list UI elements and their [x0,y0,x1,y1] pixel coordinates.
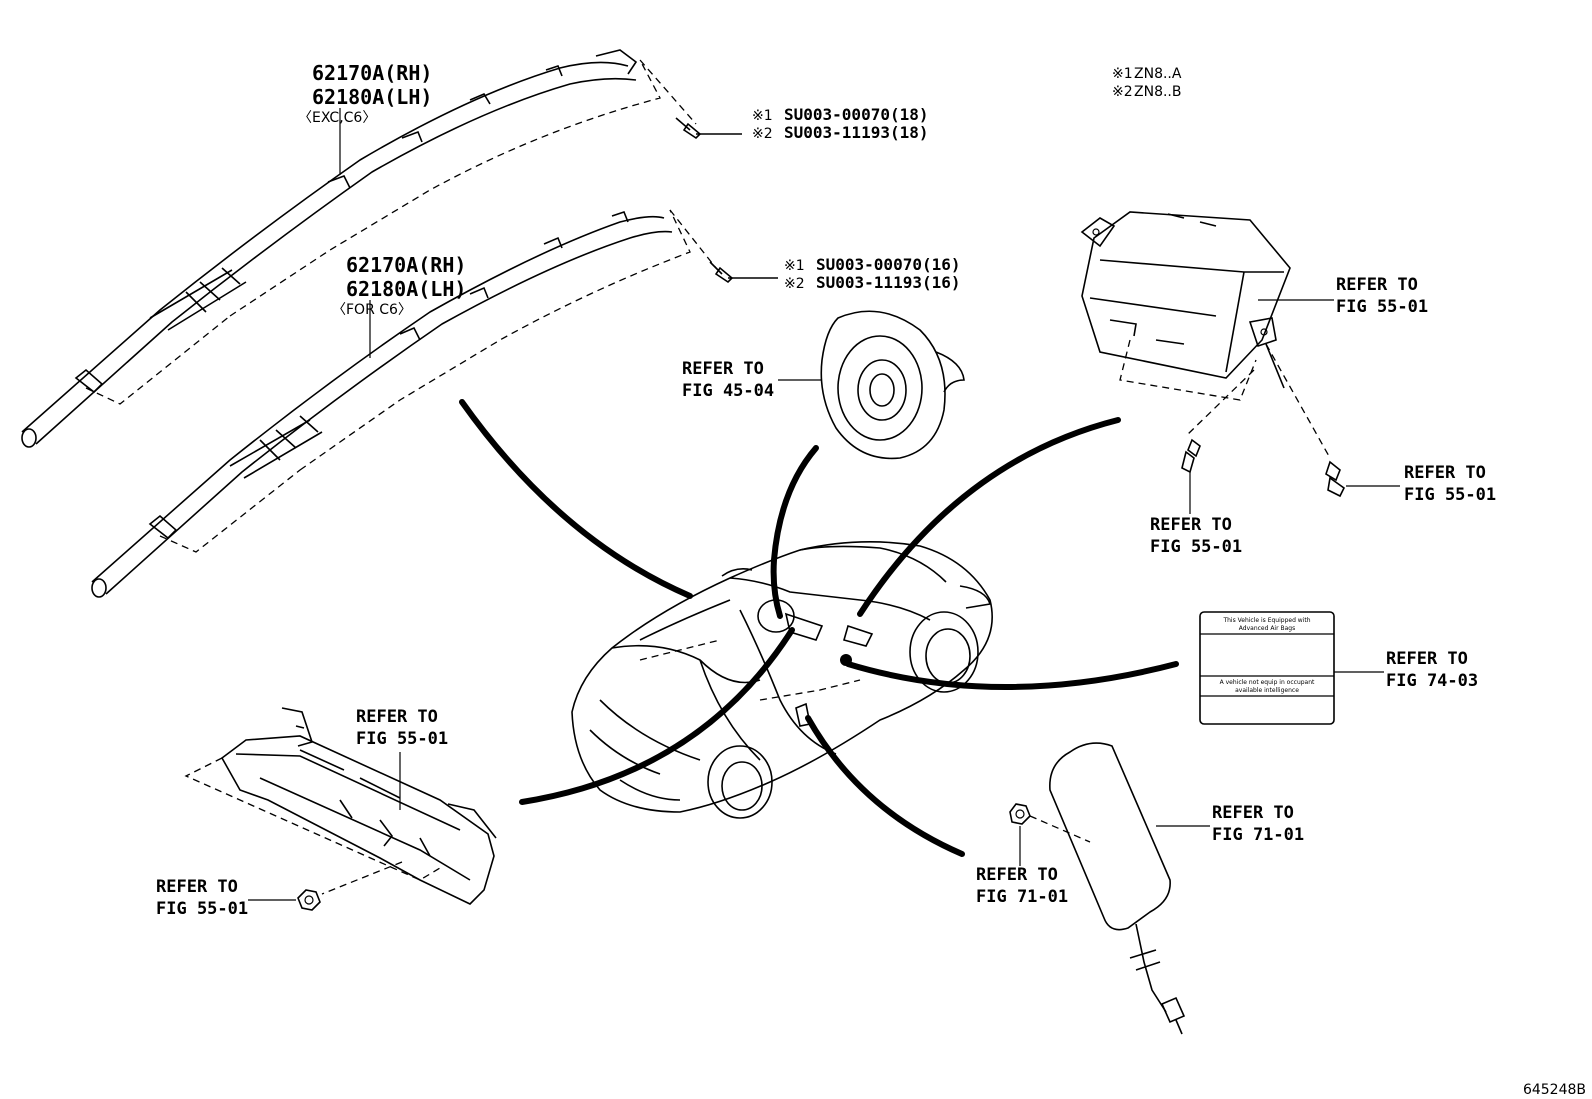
note-text-2: ZN8..B [1134,84,1181,100]
knee-airbag[interactable] [184,707,497,905]
bolt-number-2-upper: SU003-11193(18) [784,123,929,142]
passenger-bolt-icon[interactable] [1181,438,1201,474]
seat-nut-icon[interactable] [1009,803,1031,825]
ref-knee-airbag-line2[interactable]: FIG 55-01 [356,729,448,749]
bolt-number-1-upper: SU003-00070(18) [784,105,929,124]
passenger-airbag[interactable] [1080,211,1331,459]
note-text-1: ZN8..A [1134,66,1182,82]
ref-passenger-bolt-line2[interactable]: FIG 55-01 [1150,537,1242,557]
ref-steering-pad-line2[interactable]: FIG 45-04 [682,381,774,401]
ref-passenger-airbag-line2[interactable]: FIG 55-01 [1336,297,1428,317]
bolt-mark-2-lower: ※2 [784,276,805,292]
ref-seat-airbag-line2[interactable]: FIG 71-01 [1212,825,1304,845]
bolt-mark-2-upper: ※2 [752,126,773,142]
ref-seat-nut-line2[interactable]: FIG 71-01 [976,887,1068,907]
bolt-number-1-lower: SU003-00070(16) [816,255,961,274]
note-mark-1: ※1 [1112,66,1133,82]
knee-nut-icon[interactable] [297,889,321,911]
ref-knee-nut-line1[interactable]: REFER TO [156,877,238,897]
ref-label-line2[interactable]: FIG 74-03 [1386,671,1478,691]
bolt-mark-1-upper: ※1 [752,108,773,124]
ref-passenger-screw-line1[interactable]: REFER TO [1404,463,1486,483]
ref-passenger-airbag-line1[interactable]: REFER TO [1336,275,1418,295]
curtain-airbag-lower[interactable] [91,209,778,598]
ref-knee-nut-line2[interactable]: FIG 55-01 [156,899,248,919]
part-number-lh-lower: 62180A(LH) [346,277,466,301]
condition-lower: 〈FOR C6〉 [332,302,412,318]
warning-label-line3: A vehicle not equip in occupant [1220,679,1315,686]
warning-label-line1: This Vehicle is Equipped with [1222,617,1310,624]
diagram-id: 645248B [1523,1082,1586,1098]
warning-label-line4: available intelligence [1235,687,1299,694]
ref-knee-airbag-line1[interactable]: REFER TO [356,707,438,727]
part-number-rh-lower: 62170A(RH) [346,253,466,277]
ref-steering-pad-line1[interactable]: REFER TO [682,359,764,379]
bolt-mark-1-lower: ※1 [784,258,805,274]
part-number-lh-upper: 62180A(LH) [312,85,432,109]
pointer-arcs [459,399,1179,857]
lower-bolt-icon [709,261,778,284]
warning-label[interactable]: This Vehicle is Equipped with Advanced A… [1199,611,1335,725]
ref-seat-nut-line1[interactable]: REFER TO [976,865,1058,885]
part-number-rh-upper: 62170A(RH) [312,61,432,85]
steering-pad[interactable] [820,310,965,460]
ref-seat-airbag-line1[interactable]: REFER TO [1212,803,1294,823]
passenger-screw-icon[interactable] [1325,460,1346,498]
ref-label-line1[interactable]: REFER TO [1386,649,1468,669]
condition-upper: 〈EXC,C6〉 [298,110,376,126]
curtain-airbag-upper[interactable] [21,49,742,448]
note-mark-2: ※2 [1112,84,1133,100]
ref-passenger-bolt-line1[interactable]: REFER TO [1150,515,1232,535]
seat-side-airbag[interactable] [1029,742,1186,1035]
ref-passenger-screw-line2[interactable]: FIG 55-01 [1404,485,1496,505]
warning-label-line2: Advanced Air Bags [1239,625,1295,632]
bolt-number-2-lower: SU003-11193(16) [816,273,961,292]
upper-bolt-icon [675,117,742,140]
